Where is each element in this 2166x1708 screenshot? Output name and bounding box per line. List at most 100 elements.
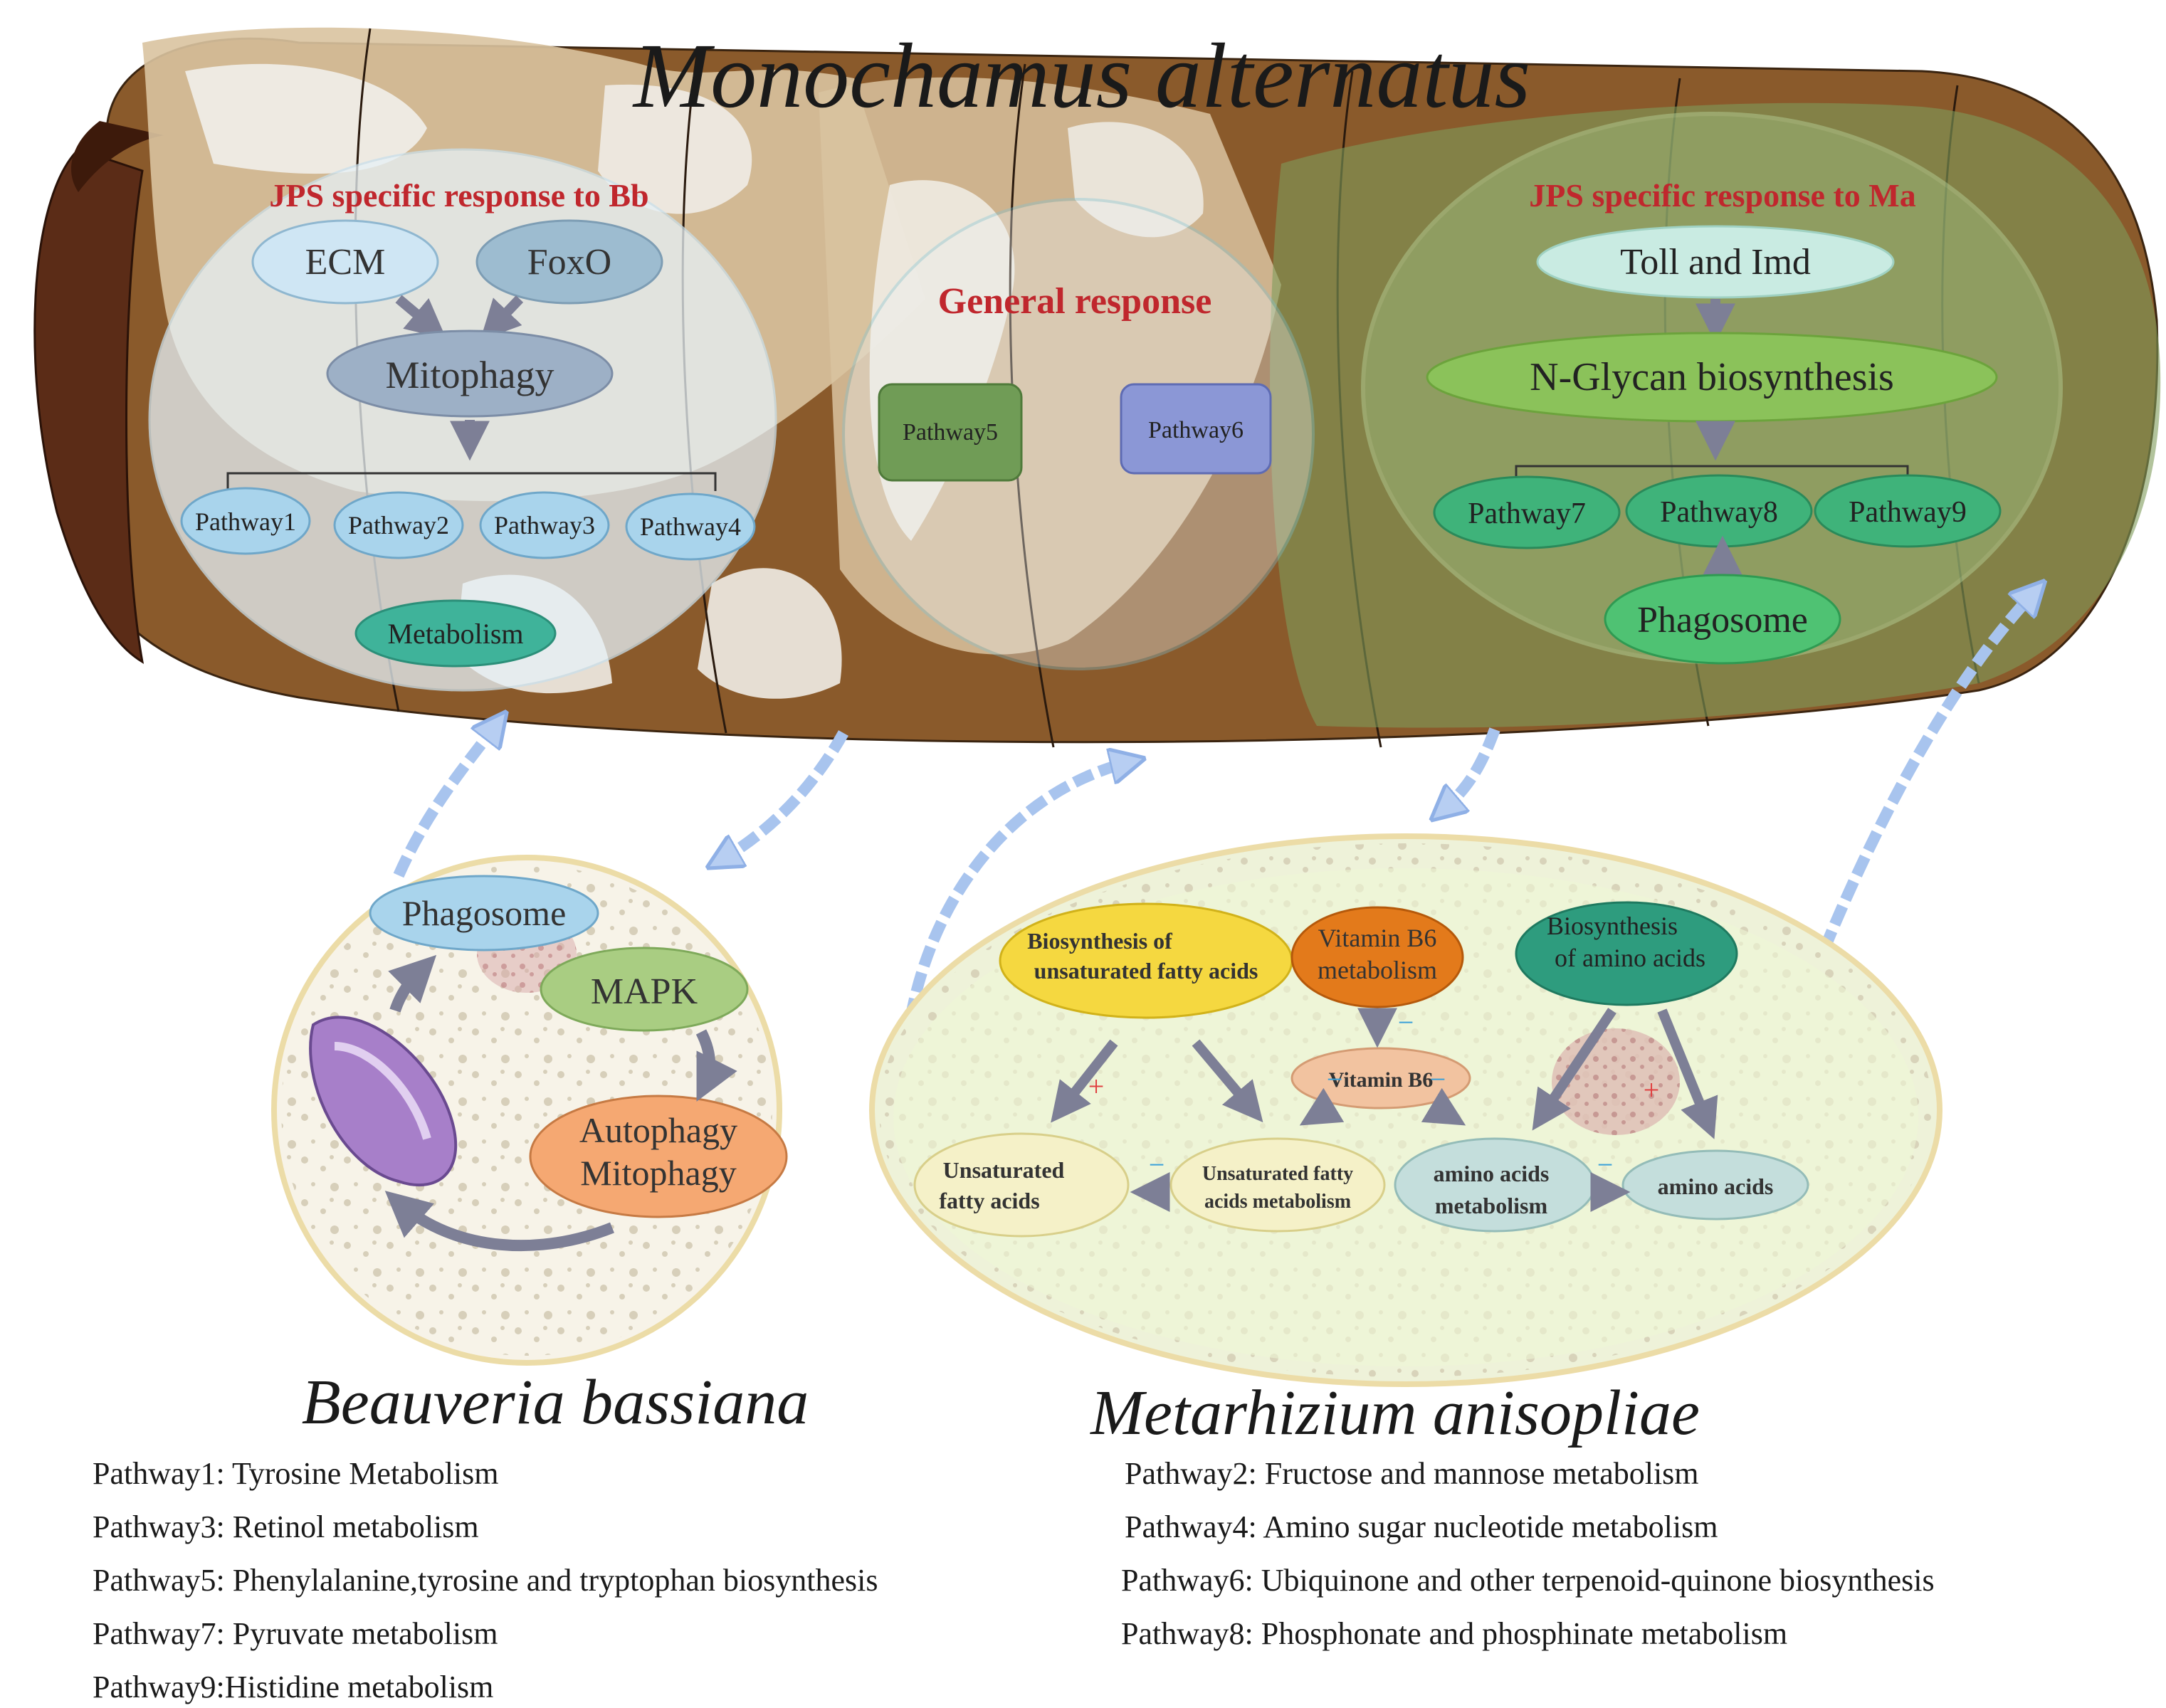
aa-metabolism-node: amino acids metabolism — [1394, 1137, 1596, 1233]
bio-ufa-label-line2: unsaturated fatty acids — [1034, 958, 1258, 984]
legend-pathway6: Pathway6: Ubiquinone and other terpenoid… — [1121, 1563, 1935, 1598]
plus-sign-vacuole: + — [1644, 1074, 1660, 1106]
bio-aa-node: Biosynthesis of amino acids — [1515, 901, 1738, 1006]
metarhizium-cell: Biosynthesis of unsaturated fatty acids … — [869, 833, 1942, 1387]
bio-ufa-to-ufam-arrow — [1192, 1039, 1263, 1123]
aam-label-line1: amino acids — [1434, 1161, 1550, 1186]
toll-imd-node: Toll and Imd — [1536, 225, 1895, 299]
foxo-to-mitophagy-arrow — [480, 295, 524, 341]
bb-phagosome-node: Phagosome — [369, 875, 599, 951]
beauveria-label: Beauveria bassiana — [302, 1367, 809, 1438]
ma-phagosome-label: Phagosome — [1637, 600, 1808, 640]
bio-ufa-node: Biosynthesis of unsaturated fatty acids — [999, 902, 1293, 1019]
legend-pathway1: Pathway1: Tyrosine Metabolism — [93, 1456, 499, 1491]
legend-pathway2: Pathway2: Fructose and mannose metabolis… — [1125, 1456, 1699, 1491]
metarhizium-label: Metarhizium anisopliae — [1089, 1378, 1700, 1448]
ma-aa-to-larva-arrow — [1745, 591, 2036, 1155]
bb-cell-to-larva-arrow — [393, 722, 498, 878]
minus-sign-aam: − — [1597, 1149, 1614, 1181]
mapk-node: MAPK — [540, 947, 749, 1032]
legend-pathway5: Pathway5: Phenylalanine,tyrosine and try… — [93, 1563, 878, 1598]
mapk-to-autophagy-arrow — [695, 1029, 737, 1102]
pathway1-node: Pathway1 — [180, 487, 311, 555]
vitb6-label: Vitamin B6 — [1329, 1068, 1433, 1092]
aam-label-line2: metabolism — [1435, 1193, 1548, 1218]
legend-pathway3: Pathway3: Retinol metabolism — [93, 1509, 479, 1544]
larva-to-ma-cell-arrow — [1441, 727, 1500, 811]
pathway7-node: Pathway7 — [1433, 475, 1621, 549]
mitochondrion-icon — [309, 1016, 458, 1186]
general-response-panel: General response Pathway5 Pathway6 — [842, 198, 1315, 670]
ecm-to-mitophagy-arrow — [395, 295, 447, 339]
pathway5-label: Pathway5 — [903, 419, 998, 446]
bb-response-panel: JPS specific response to Bb ECM FoxO Mit… — [148, 148, 777, 692]
autophagy-to-mitochondrion-arrow — [384, 1191, 614, 1252]
vitb6-metabolism-line1: Vitamin B6 — [1318, 924, 1437, 952]
bio-aa-label-line2: of amino acids — [1555, 944, 1705, 972]
larva-to-bb-cell-arrow — [719, 730, 848, 861]
mitophagy-label: Mitophagy — [386, 354, 554, 396]
bio-aa-to-aa-arrow — [1657, 1008, 1718, 1139]
metabolism-node: Metabolism — [354, 599, 557, 668]
legend-pathway9: Pathway9:Histidine metabolism — [93, 1670, 494, 1704]
bio-aa-label-line1: Biosynthesis — [1547, 912, 1678, 940]
mapk-label: MAPK — [591, 971, 698, 1012]
vitb6-to-aam-arrow — [1421, 1087, 1466, 1126]
pathway9-label: Pathway9 — [1849, 496, 1967, 529]
mitophagy-node: Mitophagy — [326, 330, 614, 418]
pathway3-label: Pathway3 — [494, 511, 595, 539]
autophagy-node: Autophagy Mitophagy — [529, 1095, 788, 1218]
vitb6-metabolism-line2: metabolism — [1318, 956, 1437, 984]
pathway4-label: Pathway4 — [640, 512, 741, 541]
pathway5-node: Pathway5 — [878, 383, 1023, 482]
ma-phagosome-node: Phagosome — [1604, 574, 1841, 665]
pathway7-label: Pathway7 — [1468, 497, 1586, 530]
ufam-label-line1: Unsaturated fatty — [1202, 1163, 1353, 1185]
ufa-label-line2: fatty acids — [939, 1188, 1039, 1213]
pathway6-label: Pathway6 — [1148, 417, 1244, 443]
pathway4-node: Pathway4 — [625, 492, 756, 561]
autophagy-label-line2: Mitophagy — [580, 1153, 736, 1193]
aa-label: amino acids — [1658, 1174, 1774, 1199]
vitb6-to-ufam-arrow — [1299, 1087, 1345, 1126]
general-panel-heading: General response — [938, 281, 1212, 322]
pathway6-node: Pathway6 — [1120, 383, 1272, 475]
pathway2-label: Pathway2 — [348, 511, 449, 539]
nglycan-label: N-Glycan biosynthesis — [1530, 355, 1894, 399]
pathway8-label: Pathway8 — [1660, 496, 1778, 529]
plus-sign-ufa: + — [1088, 1070, 1105, 1102]
pathway1-label: Pathway1 — [195, 507, 296, 536]
ufa-metabolism-node: Unsaturated fatty acids metabolism — [1169, 1137, 1386, 1233]
legend-pathway7: Pathway7: Pyruvate metabolism — [93, 1616, 498, 1651]
interaction-arrows — [393, 591, 2036, 1155]
figure-title: Monochamus alternatus — [632, 25, 1530, 127]
foxo-label: FoxO — [527, 242, 611, 283]
ma-panel-heading: JPS specific response to Ma — [1529, 177, 1915, 214]
ecm-node: ECM — [251, 219, 439, 305]
ufam-label-line2: acids metabolism — [1204, 1191, 1351, 1213]
beauveria-cell: Phagosome MAPK Autophagy Mitophagy — [271, 855, 788, 1366]
bio-ufa-to-ufa-arrow — [1051, 1039, 1118, 1123]
minus-sign-vitb6-right: − — [1430, 1063, 1446, 1095]
minus-sign-vitb6m: − — [1398, 1006, 1414, 1038]
pathway8-node: Pathway8 — [1625, 474, 1813, 548]
minus-sign-vitb6-left: − — [1327, 1063, 1343, 1095]
ecm-label: ECM — [305, 242, 386, 283]
autophagy-label-line1: Autophagy — [579, 1110, 737, 1150]
ufa-node: Unsaturated fatty acids — [913, 1132, 1130, 1238]
pathway9-node: Pathway9 — [1814, 474, 2002, 548]
bb-panel-heading: JPS specific response to Bb — [269, 177, 648, 214]
bb-pathway-bracket — [226, 472, 717, 491]
aa-node: amino acids — [1621, 1149, 1809, 1221]
ma-response-panel: JPS specific response to Ma Toll and Imd… — [1361, 112, 2063, 665]
bio-aa-to-aam-arrow — [1532, 1008, 1616, 1131]
nglycan-node: N-Glycan biosynthesis — [1426, 332, 1998, 423]
legend-pathway4: Pathway4: Amino sugar nucleotide metabol… — [1125, 1509, 1718, 1544]
mitochondrion-to-phagosome-arrow — [388, 954, 437, 1013]
pathway3-node: Pathway3 — [479, 491, 610, 559]
vitb6-metabolism-node: Vitamin B6 metabolism — [1290, 906, 1464, 1008]
metabolism-label: Metabolism — [387, 618, 523, 650]
ufa-label-line1: Unsaturated — [943, 1157, 1065, 1183]
bio-ufa-label-line1: Biosynthesis of — [1027, 928, 1172, 954]
